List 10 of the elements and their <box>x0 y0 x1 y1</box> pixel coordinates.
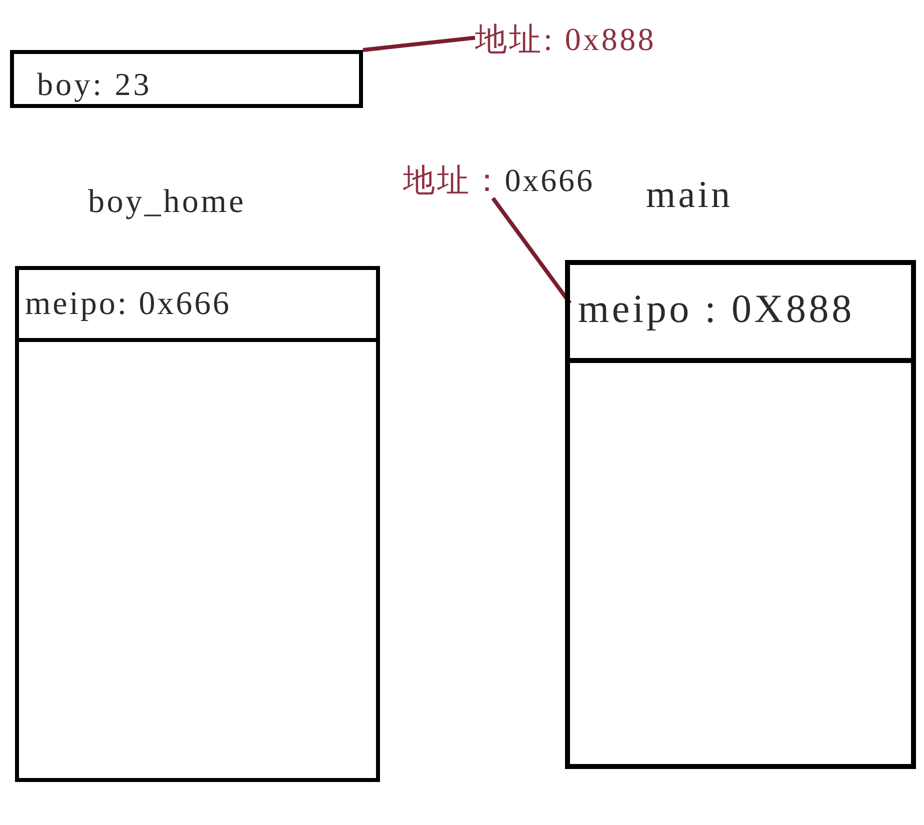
address-note: 地址: 0x888 <box>475 22 656 58</box>
leader-line <box>491 197 572 304</box>
variable-label: meipo: 0x666 <box>25 286 232 322</box>
variable-label: boy: 23 <box>37 67 152 102</box>
variable-label: meipo : 0X888 <box>578 287 854 331</box>
frame-title: main <box>646 175 733 217</box>
leader-line <box>362 36 476 52</box>
variable-box <box>10 50 363 108</box>
address-note: 地址：0x666 <box>403 163 594 198</box>
frame-title: boy_home <box>88 184 246 220</box>
